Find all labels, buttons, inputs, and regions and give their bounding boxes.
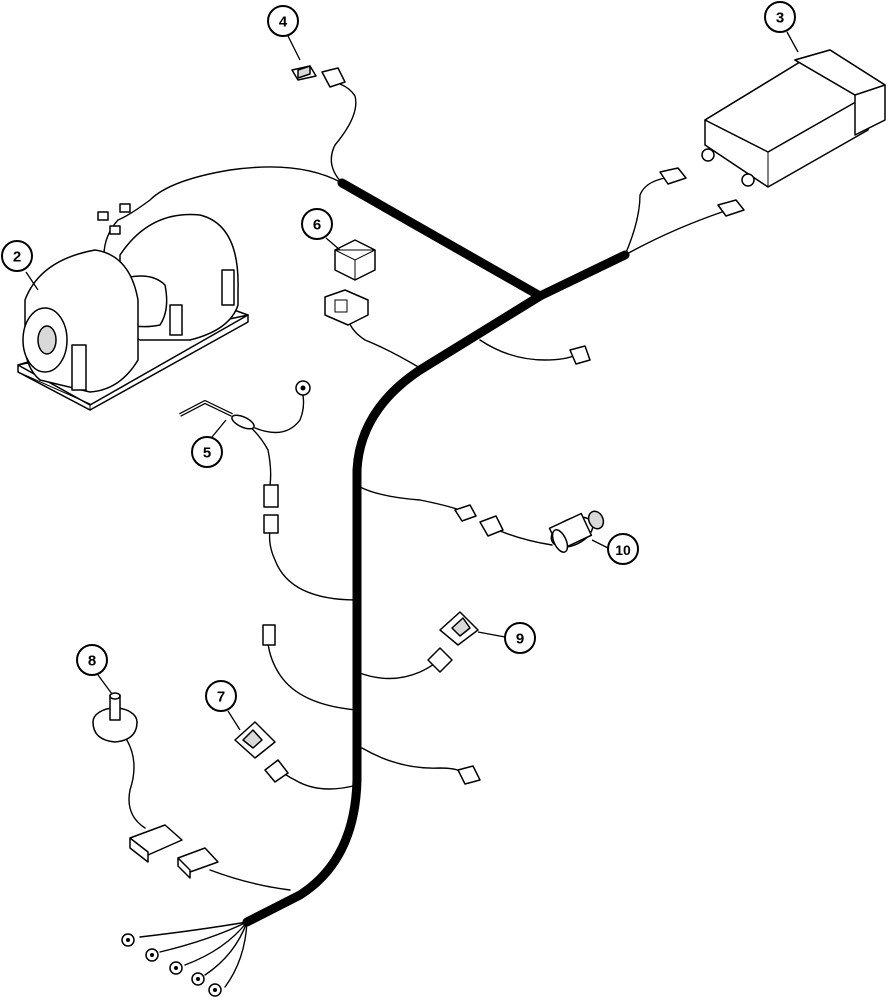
temperature-sensor <box>179 380 311 534</box>
callout-2: 2 <box>1 240 39 291</box>
callout-label-9: 9 <box>516 631 524 648</box>
callout-8: 8 <box>76 644 113 695</box>
branch-wires <box>103 83 723 988</box>
ring-terminals <box>121 933 222 997</box>
connector-right-lower <box>457 765 481 785</box>
callout-label-8: 8 <box>88 653 96 670</box>
connector-left-middle <box>262 624 276 646</box>
callout-label-6: 6 <box>313 217 321 234</box>
pressure-switch <box>454 504 605 553</box>
connector-right-upper <box>569 345 591 365</box>
control-module <box>659 49 886 217</box>
callout-6: 6 <box>301 208 341 251</box>
potentiometer <box>92 692 219 879</box>
callout-label-10: 10 <box>615 542 631 558</box>
main-harness-loom <box>242 178 630 927</box>
callout-label-2: 2 <box>13 249 21 266</box>
callout-label-5: 5 <box>203 445 211 462</box>
callout-label-3: 3 <box>776 10 784 27</box>
callout-4: 4 <box>267 5 301 61</box>
callout-7: 7 <box>205 680 241 731</box>
connector-7 <box>234 721 289 783</box>
connector-9 <box>427 611 479 673</box>
item-4-connectors <box>291 65 346 88</box>
blower-motor <box>17 203 249 411</box>
callout-10: 10 <box>591 533 639 565</box>
callout-9: 9 <box>477 622 536 654</box>
callout-5: 5 <box>191 419 227 468</box>
relay <box>324 239 376 326</box>
callout-3: 3 <box>764 1 799 53</box>
callout-label-4: 4 <box>279 14 288 31</box>
callout-label-7: 7 <box>217 689 225 706</box>
